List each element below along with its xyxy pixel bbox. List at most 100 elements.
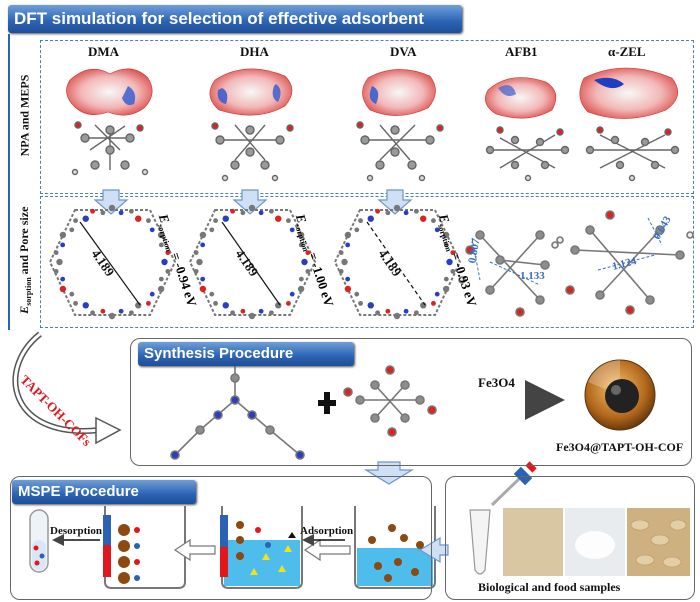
cof-node <box>213 218 218 224</box>
afb1-dim-line-a <box>471 237 481 281</box>
cof-node <box>442 231 450 239</box>
cof-node <box>305 268 311 274</box>
cof-node <box>275 215 282 222</box>
cof-node <box>200 242 206 248</box>
mspe-banner: MSPE Procedure <box>12 480 196 504</box>
cof-node <box>442 285 450 293</box>
down-arrow-dva <box>377 189 413 215</box>
tapt-molecule <box>170 350 305 460</box>
cof-node <box>289 227 295 233</box>
figure-title: DFT simulation for selection of effectiv… <box>14 9 424 28</box>
cof-node <box>354 227 360 233</box>
arrow-to-mspe <box>418 536 449 564</box>
left-rule <box>8 34 10 330</box>
arrow-to-desorption <box>173 538 216 562</box>
cof-node <box>69 291 75 297</box>
pore-line-2 <box>221 221 281 306</box>
cof-node <box>118 210 124 216</box>
cof-node <box>146 300 151 306</box>
pore-frame <box>40 196 694 328</box>
cof-node <box>289 291 295 297</box>
cof-node <box>420 302 427 309</box>
cof-node <box>385 210 391 216</box>
curved-arrow-head <box>95 416 122 445</box>
cof-node <box>82 302 89 309</box>
npa-molecule-dva <box>356 121 444 182</box>
cof-node <box>434 291 440 297</box>
cof-node <box>286 218 291 224</box>
cof-node <box>53 268 59 274</box>
cof-node <box>450 268 456 274</box>
meps-surface-dma <box>66 68 153 116</box>
cof-node <box>338 268 344 274</box>
meps-surface-zel <box>579 67 679 119</box>
cof-node <box>258 210 264 216</box>
cof-node <box>193 268 199 274</box>
cof-node <box>450 250 456 256</box>
afb1-3d-molecule <box>458 230 559 317</box>
cof-node <box>446 258 453 266</box>
cof-node <box>161 258 168 266</box>
cof-node <box>90 310 96 316</box>
cof-framework-3 <box>333 209 462 316</box>
mspe-panel <box>10 476 432 600</box>
cof-node <box>149 227 155 233</box>
npa-molecule-afb1 <box>485 126 570 182</box>
cof-node <box>248 312 256 320</box>
cof-node <box>135 215 142 222</box>
down-arrow-synthesis <box>363 461 415 485</box>
cof-node <box>258 308 264 314</box>
cof-node <box>118 308 124 314</box>
meps-surface-afb1 <box>485 77 557 119</box>
desorption-label: Desorption <box>50 525 102 537</box>
cof-node <box>149 291 155 297</box>
molecule-name-dma: DMA <box>88 44 120 59</box>
cof-node <box>375 310 381 316</box>
arrow-to-adsorption <box>303 538 351 562</box>
cof-node <box>165 268 171 274</box>
cof-node <box>59 231 67 239</box>
beaker-desorption <box>103 506 186 589</box>
cof-node <box>341 258 348 266</box>
meps-surface-dha <box>209 68 293 116</box>
samples-label: Biological and food samples <box>478 580 621 594</box>
cof-node <box>275 302 282 309</box>
cof-node <box>240 210 246 216</box>
cof-node <box>59 285 67 293</box>
cof-node <box>268 310 274 316</box>
npa-molecule-zel <box>585 126 680 182</box>
samples-panel <box>445 476 695 600</box>
cof-node <box>385 308 391 314</box>
cof-node <box>240 308 246 314</box>
cof-node <box>354 291 360 297</box>
cof-node <box>53 250 59 256</box>
cof-node <box>298 242 304 248</box>
npa-molecule-dha <box>211 122 294 182</box>
cof-node <box>297 285 305 293</box>
afb1-dim-b: 1.133 <box>520 270 545 282</box>
cof-node <box>298 276 304 282</box>
cof-node <box>230 208 236 214</box>
cof-node <box>209 227 215 233</box>
adsorption-label: Adsorption <box>300 525 354 537</box>
molecule-name-dva: DVA <box>390 44 417 59</box>
synthesis-title: Synthesis Procedure <box>144 345 294 362</box>
cof-node <box>403 210 409 216</box>
cof-node <box>108 312 116 320</box>
product-label: Fe3O4@TAPT-OH-COF <box>556 440 684 454</box>
cof-framework-2 <box>188 209 317 316</box>
cof-node <box>344 285 352 293</box>
cof-node <box>344 231 352 239</box>
cof-node <box>165 250 171 256</box>
pore-line-1 <box>79 221 141 306</box>
cof-node <box>90 208 96 214</box>
cof-framework-1 <box>48 209 177 316</box>
cof-node <box>60 242 66 248</box>
cof-node <box>393 204 401 212</box>
cof-node <box>248 204 256 212</box>
cof-node <box>135 302 142 309</box>
cof-node <box>100 308 106 314</box>
cof-node <box>56 258 63 266</box>
cof-node <box>375 208 381 214</box>
